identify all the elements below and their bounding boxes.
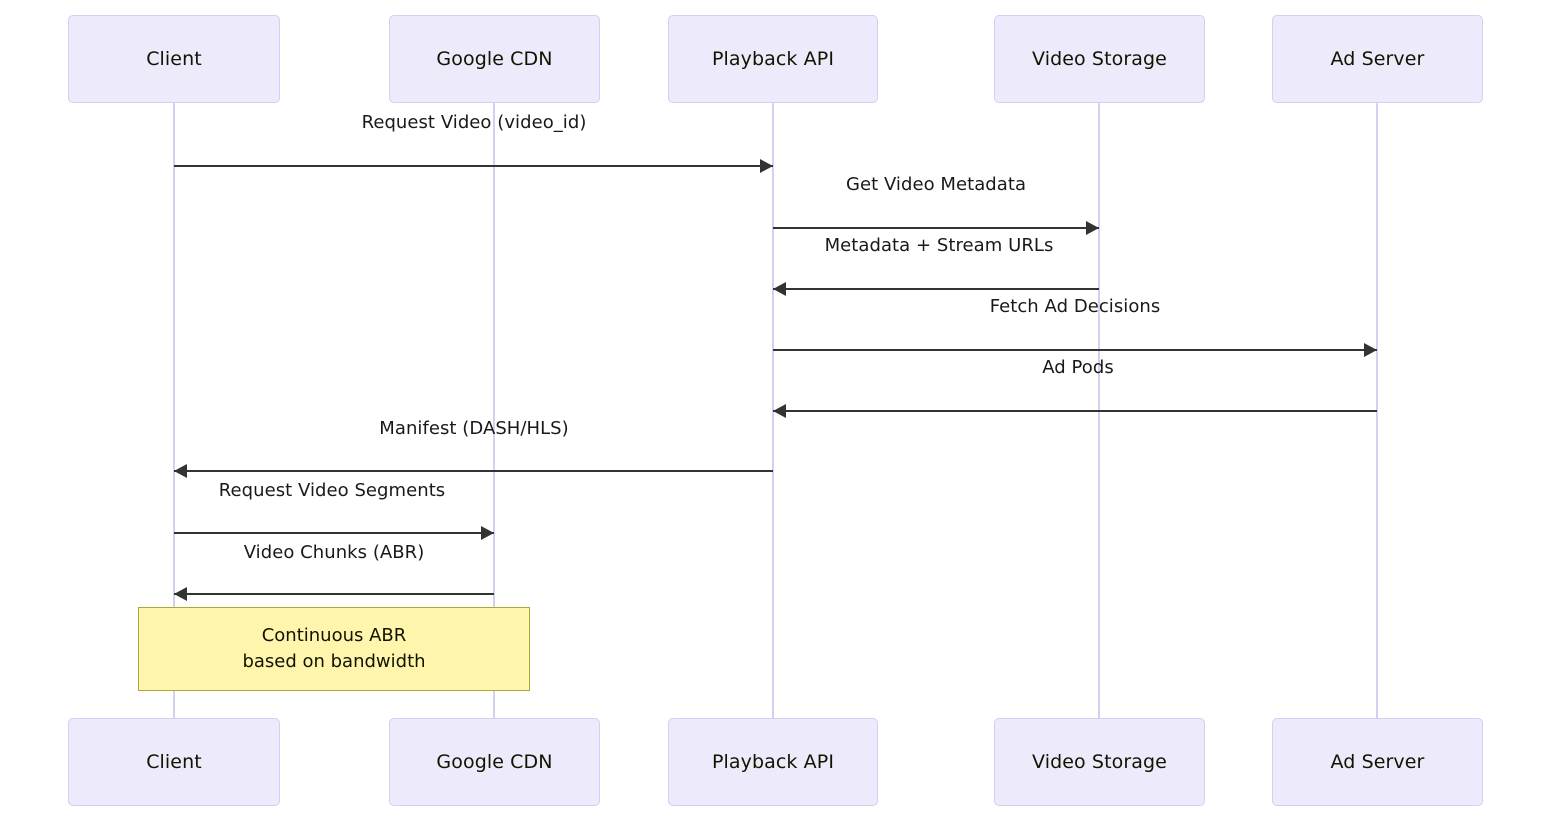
participant-label-cdn: Google CDN: [436, 751, 553, 773]
message-label-3: Metadata + Stream URLs: [824, 235, 1054, 256]
participant-box-top-adserver[interactable]: Ad Server: [1272, 15, 1483, 103]
participant-box-top-client[interactable]: Client: [68, 15, 280, 103]
note-abr-note: Continuous ABR based on bandwidth: [138, 607, 530, 691]
participant-label-storage: Video Storage: [1032, 751, 1167, 773]
note-text-line-2: based on bandwidth: [242, 651, 426, 672]
participant-box-bottom-adserver[interactable]: Ad Server: [1272, 718, 1483, 806]
arrowhead-icon-4: [1364, 343, 1377, 357]
message-line-7: [174, 532, 494, 534]
message-line-1: [174, 165, 773, 167]
message-line-3: [773, 288, 1099, 290]
message-label-5: Ad Pods: [1042, 357, 1114, 378]
arrowhead-icon-5: [773, 404, 786, 418]
participant-box-top-storage[interactable]: Video Storage: [994, 15, 1205, 103]
participant-label-client: Client: [146, 48, 202, 70]
arrowhead-icon-6: [174, 464, 187, 478]
participant-label-cdn: Google CDN: [436, 48, 553, 70]
message-label-8: Video Chunks (ABR): [243, 542, 425, 563]
participant-box-bottom-cdn[interactable]: Google CDN: [389, 718, 600, 806]
participant-box-bottom-playback[interactable]: Playback API: [668, 718, 878, 806]
participant-label-client: Client: [146, 751, 202, 773]
arrowhead-icon-2: [1086, 221, 1099, 235]
lifeline-cdn: [493, 103, 495, 718]
participant-label-storage: Video Storage: [1032, 48, 1167, 70]
message-label-4: Fetch Ad Decisions: [989, 296, 1161, 317]
lifeline-client: [173, 103, 175, 718]
participant-box-bottom-storage[interactable]: Video Storage: [994, 718, 1205, 806]
participant-label-playback: Playback API: [711, 751, 835, 773]
participant-label-adserver: Ad Server: [1330, 751, 1425, 773]
participant-box-top-playback[interactable]: Playback API: [668, 15, 878, 103]
message-line-4: [773, 349, 1377, 351]
participant-box-bottom-client[interactable]: Client: [68, 718, 280, 806]
arrowhead-icon-1: [760, 159, 773, 173]
participant-label-playback: Playback API: [711, 48, 835, 70]
message-line-6: [174, 470, 773, 472]
message-line-2: [773, 227, 1099, 229]
arrowhead-icon-3: [773, 282, 786, 296]
message-label-2: Get Video Metadata: [845, 174, 1027, 195]
lifeline-adserver: [1376, 103, 1378, 718]
message-label-6: Manifest (DASH/HLS): [379, 418, 569, 439]
arrowhead-icon-8: [174, 587, 187, 601]
note-text-line-1: Continuous ABR: [261, 625, 407, 647]
participant-label-adserver: Ad Server: [1330, 48, 1425, 70]
message-line-8: [174, 593, 494, 595]
arrowhead-icon-7: [481, 526, 494, 540]
message-label-7: Request Video Segments: [218, 480, 446, 501]
message-line-5: [773, 410, 1377, 412]
message-label-1: Request Video (video_id): [361, 112, 587, 133]
participant-box-top-cdn[interactable]: Google CDN: [389, 15, 600, 103]
